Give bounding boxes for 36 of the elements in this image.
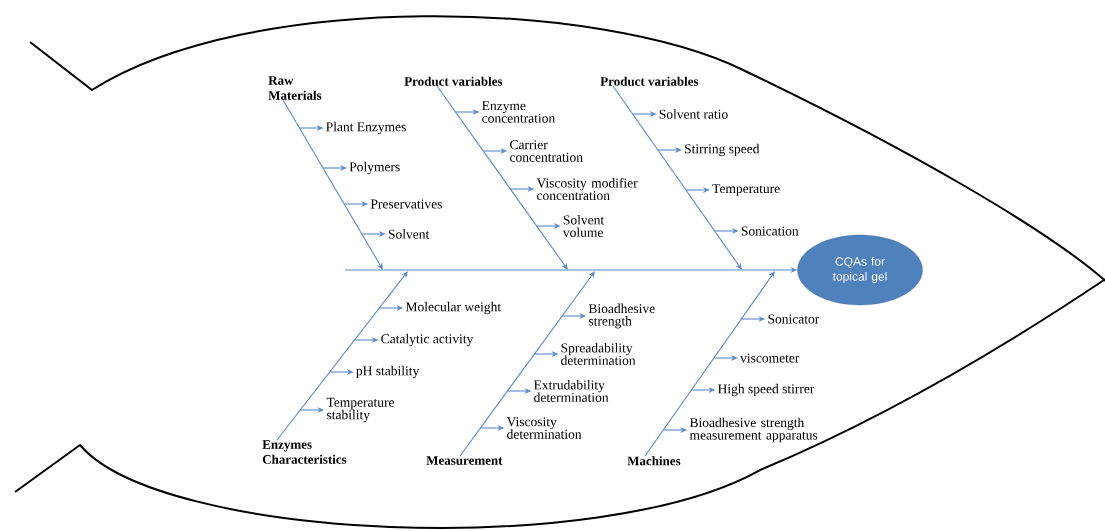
- bone-arrow: [644, 271, 775, 457]
- cause-text: Preservatives: [370, 199, 442, 209]
- cause-text: Sonication: [741, 226, 799, 236]
- cause-text: Solvent ratio: [659, 109, 728, 119]
- bone-arrow: [436, 85, 568, 270]
- category-label: Measurement: [426, 456, 503, 465]
- cause-text: Plant Enzymes: [326, 121, 406, 135]
- category-label: Machines: [627, 456, 681, 466]
- cause-text: High speed stirrer: [718, 383, 815, 397]
- category-label: Enzymes Characteristics: [262, 440, 347, 464]
- cause-text: Bioadhesive strength: [588, 303, 655, 329]
- cause-text: Viscosity modifier concentration: [536, 177, 638, 201]
- cause-text: Sonicator: [768, 314, 820, 324]
- cause-text: Polymers: [349, 161, 400, 175]
- cause-text: Extrudability determination: [534, 380, 609, 402]
- cause-text: Solvent: [388, 229, 430, 239]
- cause-text: Temperature stability: [326, 397, 395, 423]
- bone-arrow: [282, 99, 383, 270]
- cause-text: Bioadhesive strength measurement apparatus: [689, 417, 818, 443]
- bone-arrow: [276, 271, 408, 441]
- cause-text: Carrier concentration: [510, 140, 583, 162]
- cause-text: Molecular weight: [405, 301, 502, 315]
- cause-text: pH stability: [356, 365, 420, 379]
- category-label: Product variables: [404, 76, 503, 86]
- bone-arrow: [459, 271, 595, 457]
- cause-text: Stirring speed: [685, 143, 760, 157]
- cause-text: Enzyme concentration: [482, 101, 555, 123]
- cause-text: Catalytic activity: [381, 333, 474, 347]
- cause-text: Temperature: [712, 184, 780, 196]
- category-label: Raw Materials: [268, 76, 322, 100]
- cause-text: viscometer: [740, 353, 800, 363]
- bone-arrow: [612, 85, 742, 270]
- cause-text: Viscosity determination: [506, 417, 582, 439]
- cause-text: Solvent volume: [562, 215, 605, 237]
- category-label: Product variables: [600, 76, 699, 86]
- cause-text: Spreadability determination: [561, 343, 636, 365]
